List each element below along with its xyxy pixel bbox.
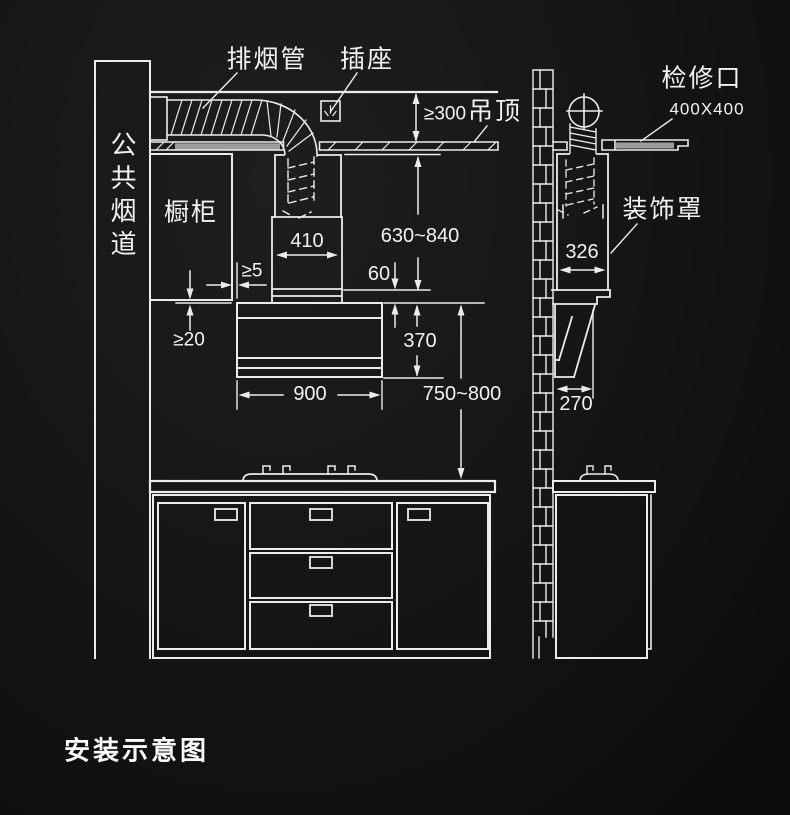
extension-lines bbox=[175, 153, 594, 410]
dim-ceiling-clearance: ≥300 bbox=[423, 103, 467, 125]
base-cabinet-front bbox=[152, 494, 491, 659]
duct-connector bbox=[149, 96, 168, 141]
page-title: 安装示意图 bbox=[64, 735, 210, 766]
dim-hood-height: 370 bbox=[403, 330, 437, 352]
inspection-port-label: 检修口 bbox=[661, 64, 743, 93]
countertop-front bbox=[148, 479, 497, 494]
dim-side-gap: ≥5 bbox=[241, 260, 263, 282]
hood-chimney-front bbox=[271, 154, 343, 304]
exhaust-duct bbox=[166, 99, 318, 157]
dim-top-panel: 60 bbox=[367, 263, 391, 285]
wall-cabinet-label: 橱柜 bbox=[163, 198, 219, 227]
dim-bottom-gap: ≥20 bbox=[173, 329, 205, 351]
ceiling-label: 吊顶 bbox=[467, 97, 523, 126]
inspection-port-size: 400X400 bbox=[669, 99, 745, 119]
dim-hood-to-ceiling: 630~840 bbox=[380, 225, 460, 247]
dim-duct-width: 410 bbox=[290, 230, 324, 252]
decorative-cover-side bbox=[556, 153, 609, 291]
public-flue-outline bbox=[94, 60, 151, 659]
dim-cover-depth: 270 bbox=[559, 393, 593, 415]
socket-label: 插座 bbox=[339, 45, 395, 74]
exhaust-pipe-label: 排烟管 bbox=[226, 45, 308, 74]
socket-symbol bbox=[320, 100, 341, 122]
dim-cover-width: 326 bbox=[565, 241, 599, 263]
hood-side-profile bbox=[551, 289, 611, 379]
flex-duct-hidden bbox=[282, 156, 315, 219]
ceiling-band bbox=[149, 141, 499, 151]
cooktop-side bbox=[579, 465, 619, 482]
public-flue-label: 公共烟道 bbox=[107, 131, 137, 263]
ceiling-right bbox=[552, 139, 689, 151]
brick-wall bbox=[532, 69, 554, 659]
decorative-cover-label: 装饰罩 bbox=[622, 195, 704, 224]
dim-hood-width: 900 bbox=[293, 383, 327, 405]
dimension-arrows bbox=[186, 93, 606, 479]
cabinet-handles bbox=[214, 508, 431, 617]
leader-lines bbox=[202, 72, 673, 254]
hood-body-front bbox=[236, 302, 383, 378]
cooktop-front bbox=[242, 465, 378, 482]
wall-cabinet-outline bbox=[149, 153, 233, 301]
dim-hood-to-cooktop: 750~800 bbox=[422, 383, 502, 405]
base-cabinet-side bbox=[552, 480, 656, 659]
round-duct-top bbox=[566, 93, 603, 154]
